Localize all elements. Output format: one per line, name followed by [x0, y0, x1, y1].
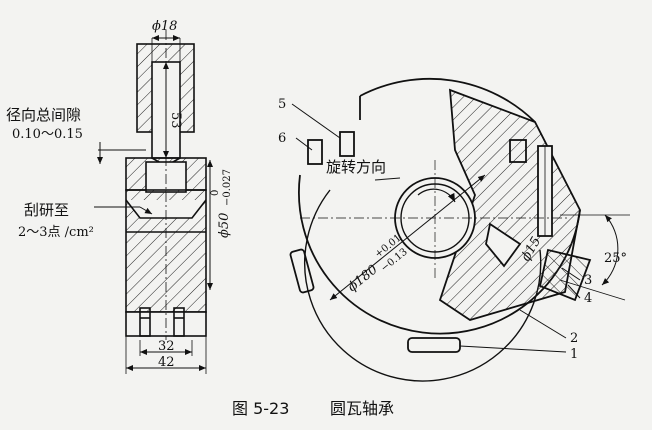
figure-caption-title: 圆瓦轴承: [330, 399, 394, 418]
dim-shaft-dia: ϕ50: [217, 213, 232, 238]
rotation-label: 旋转方向: [326, 158, 386, 176]
part-label-4: 4: [584, 291, 592, 306]
scraping-label: 刮研至: [24, 201, 69, 219]
part-label-3: 3: [584, 273, 592, 288]
clearance-label: 径向总间隙: [6, 106, 81, 124]
part-label-1: 1: [570, 347, 578, 362]
left-section-view: [94, 30, 213, 374]
scraping-value: 2～3点 /cm²: [18, 225, 94, 240]
part-label-6: 6: [278, 131, 286, 146]
dim-width-outer: 42: [158, 355, 175, 370]
angle-label: 25°: [604, 251, 627, 266]
part-label-5: 5: [278, 97, 286, 112]
dim-shaft-tol-upper: 0: [210, 190, 221, 196]
dim-housing-dia: ϕ180: [345, 262, 381, 295]
dim-width-inner: 32: [158, 339, 175, 354]
right-bearing-view: [289, 77, 630, 382]
figure-caption-number: 图 5-23: [232, 399, 289, 418]
dim-bore-dia: ϕ18: [152, 19, 177, 34]
part-label-2: 2: [570, 331, 578, 346]
dim-shaft-tol-lower: −0.027: [222, 169, 233, 206]
clearance-value: 0.10～0.15: [12, 127, 83, 142]
dim-depth: 53: [168, 112, 183, 129]
